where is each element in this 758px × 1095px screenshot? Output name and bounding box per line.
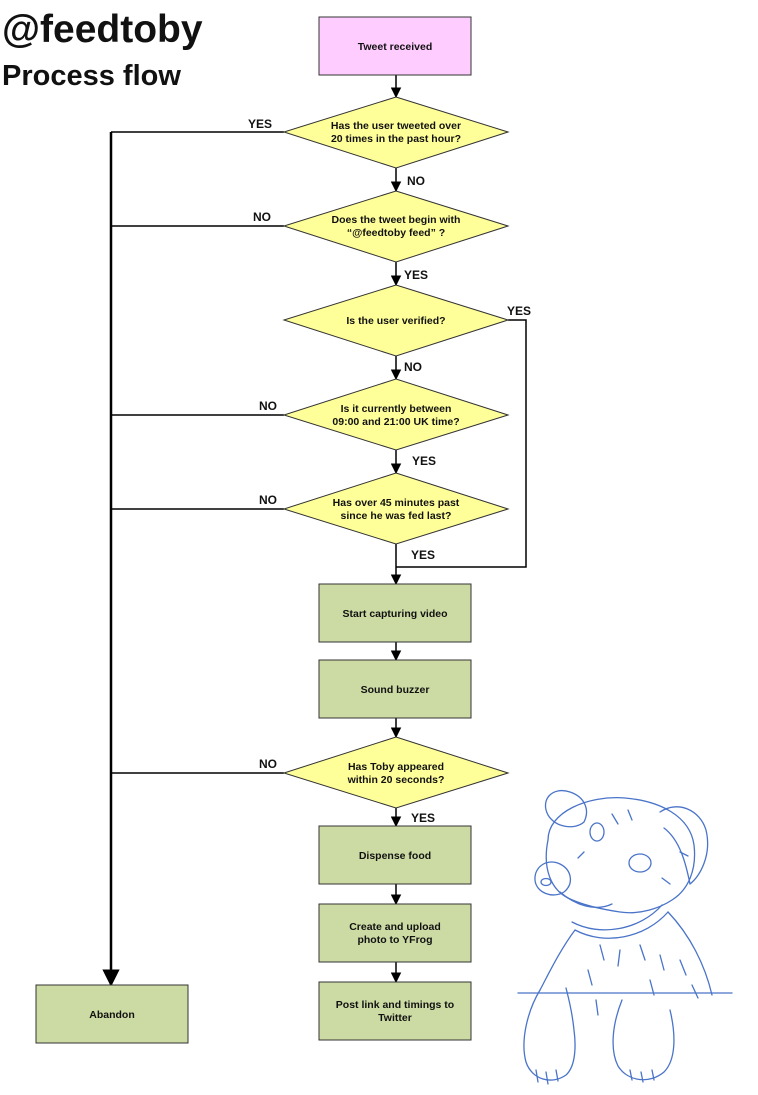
edge-label-d3-yes: YES (507, 304, 531, 318)
process-p2-label: Sound buzzer (361, 684, 430, 696)
edge-label-d4-no: NO (259, 399, 277, 413)
decision-d1 (282, 96, 510, 169)
edge-label-d3-no: NO (404, 360, 422, 374)
edge-labels: YES NO NO YES YES NO NO YES NO YES NO YE… (248, 117, 531, 825)
decision-d4 (282, 378, 510, 451)
process-p4 (318, 903, 472, 963)
decision-d5 (282, 472, 510, 545)
edge-label-d5-no: NO (259, 493, 277, 507)
edge-label-d5-yes: YES (411, 548, 435, 562)
page-title: @feedtoby (2, 8, 203, 51)
decision-d3-label: Is the user verified? (346, 315, 445, 327)
decision-d6 (282, 736, 510, 809)
edge-label-d6-yes: YES (411, 811, 435, 825)
edge-label-d1-yes: YES (248, 117, 272, 131)
edge-label-d2-yes: YES (404, 268, 428, 282)
decision-d2 (282, 190, 510, 263)
process-p1 (318, 583, 472, 643)
process-p3 (318, 825, 472, 885)
edge-label-d2-no: NO (253, 210, 271, 224)
edge-label-d1-no: NO (407, 174, 425, 188)
abandon-node (35, 984, 189, 1044)
start-node (318, 16, 472, 76)
process-p1-label: Start capturing video (342, 608, 447, 620)
flowchart-edges (102, 75, 527, 987)
edge-d3-yes-bypass (396, 319, 527, 568)
process-p2 (318, 659, 472, 719)
start-node-label: Tweet received (358, 41, 433, 53)
dog-sketch-icon (517, 790, 733, 1085)
process-p5 (318, 981, 472, 1041)
page-subtitle: Process flow (2, 60, 181, 92)
decision-d3 (282, 284, 510, 357)
edge-label-d6-no: NO (259, 757, 277, 771)
flowchart-nodes: Tweet received Has the user tweeted over… (35, 16, 510, 1044)
edge-label-d4-yes: YES (412, 454, 436, 468)
abandon-node-label: Abandon (89, 1009, 135, 1021)
process-p3-label: Dispense food (359, 850, 431, 862)
decision-d2-label: Does the tweet begin with“@feedtoby feed… (332, 214, 461, 239)
